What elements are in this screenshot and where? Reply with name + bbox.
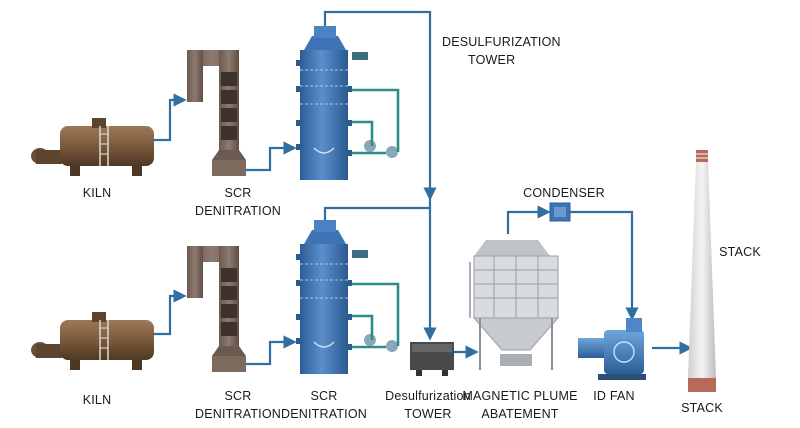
desulfurization-tower-top [296, 26, 398, 180]
scr-bottom-b-label-2: DENITRATION [281, 407, 367, 421]
desulfurization-tower-bottom [296, 220, 398, 374]
scr-bottom-label-1: SCR [225, 389, 252, 403]
desulf-bottom-label-1: Desulfurization [385, 389, 471, 403]
scr-bottom-label-2: DENITRATION [195, 407, 281, 421]
circulation-pipe-bottom-1 [352, 282, 400, 346]
magnetic-label-1: MAGNETIC PLUME [462, 389, 577, 403]
kiln-bottom [31, 312, 154, 370]
pipe-kiln-to-scr-bottom [154, 289, 187, 336]
circulation-pipe-bottom-2 [352, 314, 374, 340]
id-fan [578, 318, 646, 380]
scr-top-label-1: SCR [225, 186, 252, 200]
id-fan-label: ID FAN [593, 389, 634, 403]
pipe-scr-to-tower-bottom [246, 335, 297, 366]
desulf-bottom-label-2: TOWER [404, 407, 451, 421]
scr-bottom-b-label-1: SCR [311, 389, 338, 403]
magnetic-label-2: ABATEMENT [481, 407, 558, 421]
pipe-tower-top-to-header [323, 10, 437, 201]
desulfurization-unit-bottom [410, 342, 454, 376]
pipe-tower-bottom-to-header [323, 206, 430, 220]
condenser-label: CONDENSER [523, 186, 605, 200]
magnetic-plume-abatement [469, 240, 560, 370]
circulation-pipe-top-1 [352, 88, 400, 152]
scr-top-label-2: DENITRATION [195, 204, 281, 218]
desulf-top-label-1: DESULFURIZATION [442, 35, 561, 49]
stack-bottom-label: STACK [681, 401, 723, 415]
condenser [549, 202, 571, 222]
desulf-top-label-2: TOWER [468, 53, 515, 67]
kiln-bottom-label: KILN [83, 393, 112, 407]
scr-denitration-bottom [187, 246, 246, 372]
pipe-to-condenser [506, 205, 551, 234]
kiln-top [31, 118, 154, 176]
stack [688, 150, 716, 392]
pipe-scr-to-tower-top [246, 141, 297, 172]
pipe-condenser-to-fan [570, 210, 639, 321]
pipe-kiln-to-scr-top [154, 93, 187, 142]
kiln-top-label: KILN [83, 186, 112, 200]
circulation-pipe-top-2 [352, 120, 374, 146]
scr-denitration-top [187, 50, 246, 176]
stack-right-label: STACK [719, 245, 761, 259]
